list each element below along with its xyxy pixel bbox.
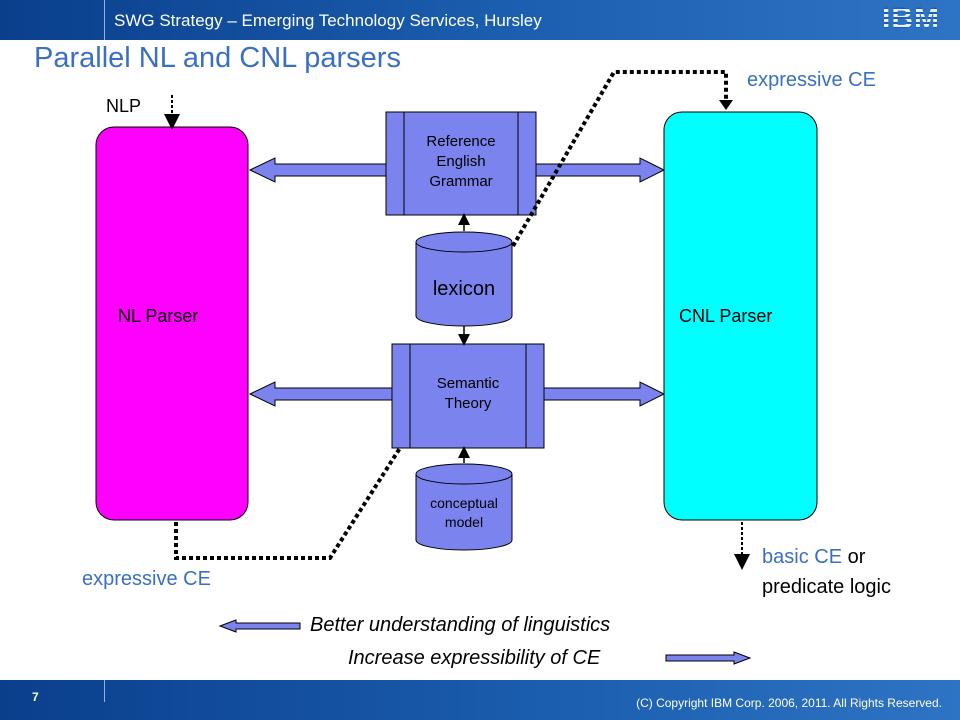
grammar-arrows: [248, 157, 666, 407]
header-divider: [104, 0, 105, 40]
expressive-ce-top-label: expressive CE: [747, 69, 876, 91]
copyright-text: (C) Copyright IBM Corp. 2006, 2011. All …: [636, 696, 942, 710]
reference-grammar-line-1: Reference: [426, 133, 496, 150]
header-title: SWG Strategy – Emerging Technology Servi…: [114, 11, 542, 30]
basic-ce-label: basic CE or: [762, 546, 865, 569]
reference-grammar-label: Reference English Grammar: [386, 132, 536, 192]
better-understanding-arrow: [218, 619, 301, 633]
reference-grammar-box: [385, 111, 537, 216]
basic-ce-highlight: basic CE: [762, 546, 843, 568]
header-bar: SWG Strategy – Emerging Technology Servi…: [0, 0, 960, 40]
lexicon-label: lexicon: [432, 278, 496, 300]
conceptual-model-line-2: model: [444, 514, 484, 530]
cnl-parser-label: CNL Parser: [679, 306, 773, 326]
nlp-label: NLP: [106, 96, 142, 116]
reference-grammar-line-2: English: [436, 153, 486, 170]
expressive-ce-bottom-path: [174, 446, 402, 560]
slide-title: Parallel NL and CNL parsers: [34, 42, 401, 74]
conceptual-model-cylinder: [415, 463, 513, 551]
increase-expressibility-label: Increase expressibility of CE: [348, 647, 601, 669]
lexicon-cylinder: [415, 231, 513, 327]
footer-bar: 7 (C) Copyright IBM Corp. 2006, 2011. Al…: [0, 680, 960, 720]
increase-expressibility-arrow: [665, 651, 752, 665]
conceptual-model-line-1: conceptual: [430, 495, 498, 511]
ibm-logo: IBM: [882, 4, 946, 34]
semantic-left-arrow: [248, 381, 393, 407]
conceptual-model-label: conceptual model: [416, 494, 512, 532]
expressive-ce-bottom-label: expressive CE: [82, 568, 211, 590]
predicate-logic-label: predicate logic: [762, 576, 891, 598]
semantic-theory-line-1: Semantic: [436, 375, 500, 392]
expressive-ce-top-path: [511, 70, 728, 248]
reference-grammar-line-3: Grammar: [429, 173, 493, 190]
basic-ce-rest: or: [842, 546, 866, 568]
ibm-logo-text: IBM: [882, 4, 946, 34]
nl-parser-label: NL Parser: [118, 306, 199, 326]
cnl-parser-box: [663, 111, 818, 521]
page-number: 7: [32, 690, 39, 704]
footer-divider: [104, 680, 105, 702]
semantic-right-arrow: [543, 381, 666, 407]
grammar-left-arrow: [248, 157, 387, 183]
semantic-theory-label: Semantic Theory: [392, 374, 544, 414]
better-understanding-label: Better understanding of linguistics: [310, 614, 611, 636]
semantic-theory-line-2: Theory: [444, 395, 492, 412]
